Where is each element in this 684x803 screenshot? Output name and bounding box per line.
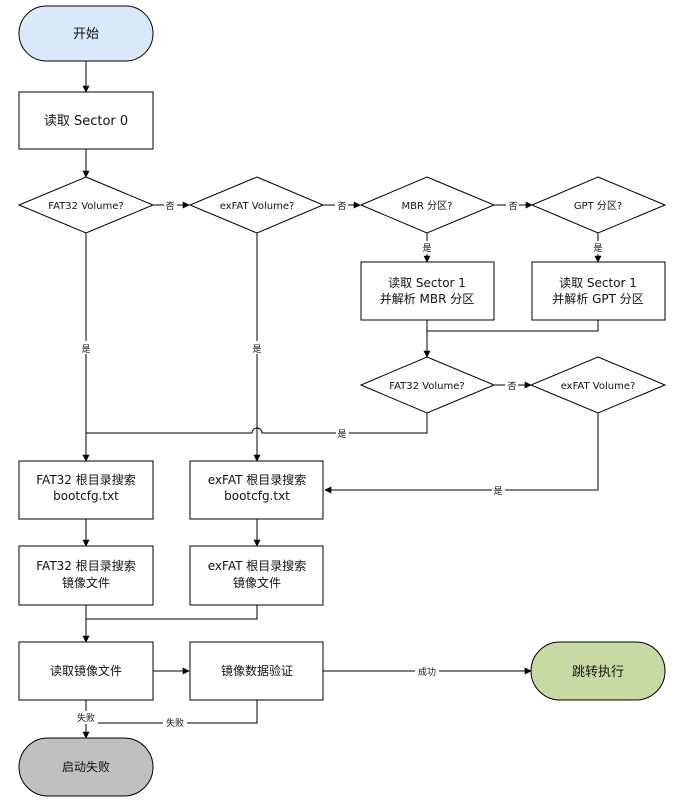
parse-mbr-label-2: 并解析 MBR 分区 <box>380 292 475 306</box>
read-sector0-label: 读取 Sector 0 <box>44 114 128 129</box>
fat32-volume-label-2: FAT32 Volume? <box>389 381 464 392</box>
exfat-volume-label: exFAT Volume? <box>220 201 295 212</box>
edge-q-fat32-2-yes <box>86 413 428 434</box>
edge-label-success: 成功 <box>418 666 436 678</box>
verify-image-label: 镜像数据验证 <box>221 663 293 678</box>
exfat-image-label-2: 镜像文件 <box>233 575 281 590</box>
exfat-bootcfg-search-node <box>189 460 324 520</box>
verify-image-node <box>189 641 324 701</box>
fat32-volume-decision <box>17 176 155 234</box>
edge-label-yes: 是 <box>337 429 346 440</box>
jump-execute-node <box>530 641 666 701</box>
read-sector0-node <box>18 91 154 150</box>
gpt-partition-label: GPT 分区? <box>574 200 622 212</box>
edge-label-no: 否 <box>508 201 517 212</box>
edge-label-no: 否 <box>507 381 516 392</box>
edge-label-failure: 失败 <box>77 712 95 724</box>
exfat-volume-decision-2 <box>529 356 667 414</box>
fat32-volume-decision-2 <box>359 356 496 414</box>
exfat-image-label-1: exFAT 根目录搜索 <box>208 558 307 573</box>
fat32-image-label-1: FAT32 根目录搜索 <box>36 558 136 573</box>
read-image-label: 读取镜像文件 <box>50 663 122 678</box>
edge-verify-fail <box>86 700 258 724</box>
edge-q-exfat-2-yes <box>324 413 599 494</box>
fat32-image-search-node <box>18 545 154 606</box>
boot-fail-label: 启动失败 <box>62 759 110 774</box>
boot-fail-node <box>18 737 154 797</box>
parse-gpt-label-2: 并解析 GPT 分区 <box>552 292 644 306</box>
fat32-volume-label: FAT32 Volume? <box>48 201 123 212</box>
start-node <box>18 5 154 62</box>
fat32-bootcfg-search-node <box>18 460 154 520</box>
exfat-bootcfg-label-2: bootcfg.txt <box>224 489 290 503</box>
exfat-image-search-node <box>189 545 324 606</box>
exfat-volume-label-2: exFAT Volume? <box>561 381 636 392</box>
parse-mbr-node <box>360 261 495 321</box>
read-image-node <box>18 641 154 701</box>
edge-label-yes: 是 <box>252 344 261 355</box>
fat32-image-label-2: 镜像文件 <box>62 575 110 590</box>
edge-label-failure: 失败 <box>166 717 184 729</box>
exfat-volume-decision <box>188 176 325 234</box>
mbr-partition-label: MBR 分区? <box>402 200 453 212</box>
gpt-partition-decision <box>530 176 667 234</box>
edge-label-no: 否 <box>337 201 346 212</box>
parse-gpt-label-1: 读取 Sector 1 <box>559 276 637 290</box>
fat32-bootcfg-label-1: FAT32 根目录搜索 <box>36 472 136 487</box>
parse-mbr-label-1: 读取 Sector 1 <box>388 276 466 290</box>
fat32-bootcfg-label-2: bootcfg.txt <box>53 489 119 503</box>
edge-label-yes: 是 <box>422 243 431 254</box>
start-label: 开始 <box>73 27 99 42</box>
edge-parse-merge <box>427 320 599 332</box>
edge-label-yes: 是 <box>81 344 90 355</box>
parse-gpt-node <box>531 261 666 321</box>
edge-exfat-img-merge <box>86 605 258 620</box>
mbr-partition-decision <box>359 176 496 234</box>
edge-label-yes: 是 <box>593 243 602 254</box>
edge-label-no: 否 <box>165 201 174 212</box>
jump-execute-label: 跳转执行 <box>572 665 624 680</box>
exfat-bootcfg-label-1: exFAT 根目录搜索 <box>208 472 307 487</box>
edge-label-yes: 是 <box>493 486 502 497</box>
